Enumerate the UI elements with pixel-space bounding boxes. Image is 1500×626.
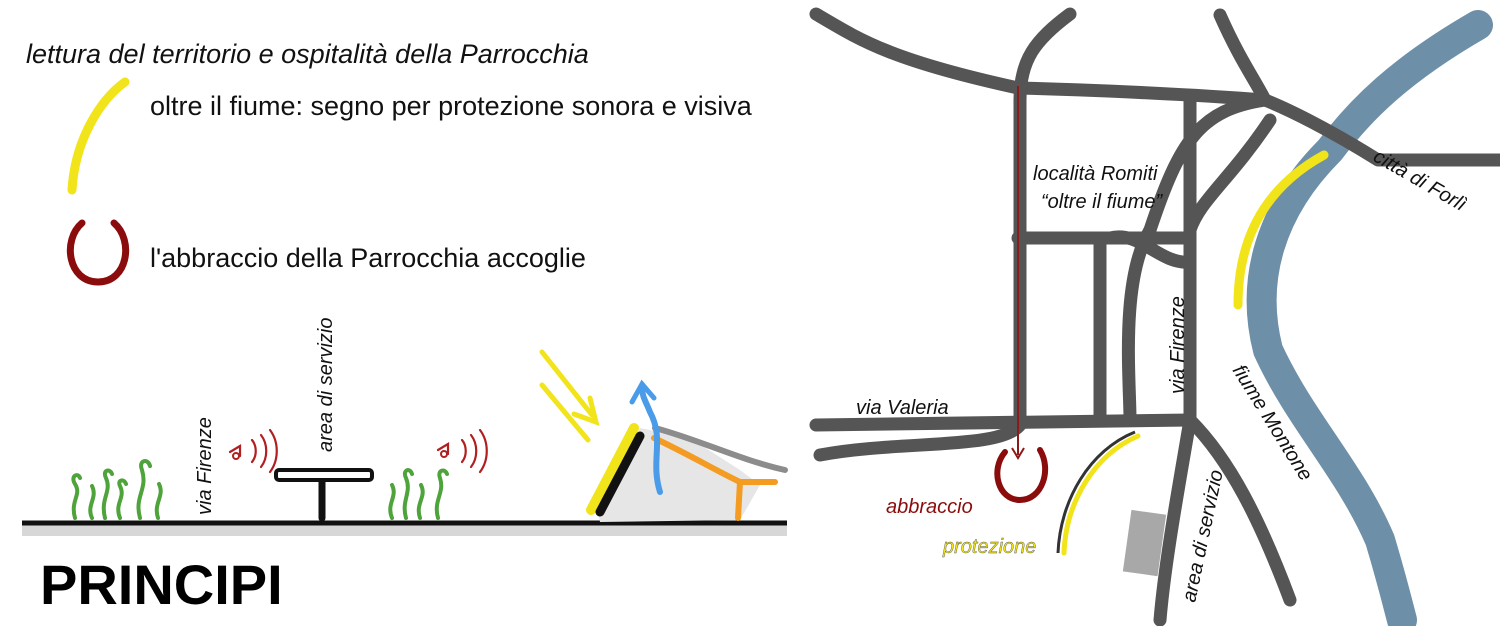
- vegetation-icon: [71, 459, 163, 520]
- locality-label: località Romiti: [1033, 163, 1158, 185]
- river-montone: [1246, 10, 1493, 626]
- embrace-icon: [994, 447, 1049, 504]
- locality-subtitle: “oltre il fiume”: [1041, 191, 1163, 213]
- service-area-block: [1122, 509, 1167, 577]
- map-area-servizio-label: area di servizio: [1178, 468, 1227, 604]
- legend-embrace-label: l'abbraccio della Parrocchia accoglie: [150, 243, 586, 273]
- section-via-firenze-label: via Firenze: [194, 417, 216, 515]
- church-building-section: [586, 423, 788, 522]
- river-protection-icon: [1233, 150, 1329, 310]
- site-map: località Romiti “oltre il fiume” città d…: [809, 7, 1500, 626]
- protezione-label: protezione: [942, 536, 1036, 558]
- service-area-canopy-icon: [274, 468, 374, 522]
- sun-arrow-icon: [539, 349, 600, 443]
- vegetation-icon: [388, 468, 449, 520]
- via-firenze-label: via Firenze: [1167, 296, 1189, 394]
- sound-icon: [228, 428, 278, 474]
- map-protection-icon: [1061, 433, 1141, 556]
- principi-heading: PRINCIPI: [40, 553, 283, 616]
- section-area-servizio-label: area di servizio: [315, 317, 337, 452]
- embrace-legend-icon: [66, 219, 130, 286]
- abbraccio-label: abbraccio: [886, 496, 973, 518]
- sound-icon: [436, 428, 488, 474]
- page-title: lettura del territorio e ospitalità dell…: [26, 39, 589, 69]
- via-valeria-label: via Valeria: [856, 397, 949, 419]
- air-flow-arrow-icon: [629, 379, 663, 495]
- protection-legend-icon: [67, 77, 130, 195]
- legend-protection-label: oltre il fiume: segno per protezione son…: [150, 91, 753, 121]
